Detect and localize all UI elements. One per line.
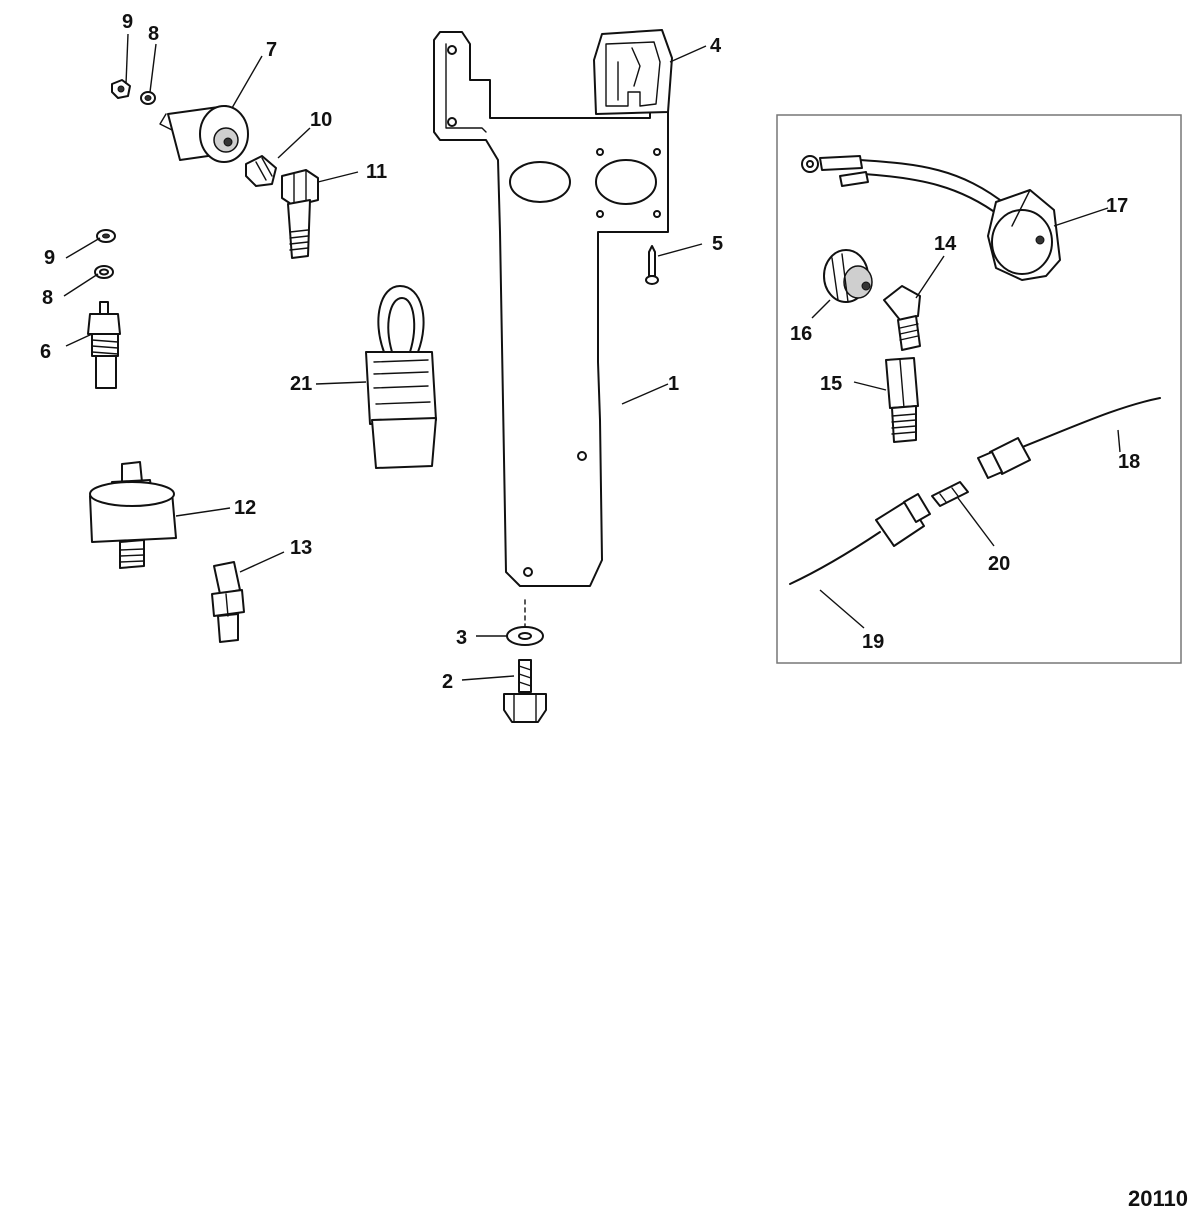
part-19-wire-connector [789, 493, 931, 585]
callout-9-top: 9 [122, 11, 133, 33]
part-2-bolt [503, 659, 547, 723]
callout-8-top: 8 [148, 23, 159, 45]
callout-7: 7 [266, 39, 277, 61]
part-17-sender [801, 155, 1061, 281]
callout-6: 6 [40, 341, 51, 363]
part-18-wire-connector [977, 397, 1161, 479]
callout-11: 11 [366, 161, 387, 183]
part-8-washer-top [140, 91, 156, 105]
callout-1: 1 [668, 373, 679, 395]
part-13-fitting [211, 561, 245, 643]
part-3-washer [506, 599, 544, 646]
callout-2: 2 [442, 671, 453, 693]
part-16-sender-unit [823, 249, 873, 303]
part-15-adapter [885, 357, 919, 443]
figure-number: 20110 [1128, 1186, 1188, 1211]
part-21-connector [365, 285, 437, 469]
callout-21: 21 [290, 373, 312, 395]
part-12-switch [89, 461, 177, 569]
part-11-fitting [281, 169, 319, 259]
part-14-elbow [883, 285, 921, 351]
callout-19: 19 [862, 631, 884, 653]
callout-3: 3 [456, 627, 467, 649]
callout-14: 14 [934, 233, 957, 255]
part-7-sender [159, 105, 249, 163]
inset-frame [776, 114, 1182, 664]
part-6-sensor [87, 301, 121, 389]
part-8-washer-left [94, 265, 114, 279]
callout-18: 18 [1118, 451, 1140, 473]
callout-20: 20 [988, 553, 1010, 575]
part-10-adapter [245, 155, 277, 187]
callout-15: 15 [820, 373, 842, 395]
part-4-cover [593, 29, 673, 115]
part-5-screw [645, 245, 659, 285]
part-20-fuse [931, 481, 969, 507]
part-1-bracket [433, 31, 669, 587]
callout-9-left: 9 [44, 247, 55, 269]
callout-8-left: 8 [42, 287, 53, 309]
callout-5: 5 [712, 233, 723, 255]
callout-12: 12 [234, 497, 256, 519]
part-9-nut-left [96, 229, 116, 243]
callout-10: 10 [310, 109, 332, 131]
part-9-nut-top [111, 79, 131, 99]
leader-lines [63, 33, 1121, 681]
callout-16: 16 [790, 323, 812, 345]
callout-4: 4 [710, 35, 722, 57]
callout-labels: 1 2 3 4 5 6 7 8 9 9 8 10 11 12 13 21 17 … [40, 11, 1140, 693]
callout-13: 13 [290, 537, 312, 559]
callout-17: 17 [1106, 195, 1128, 217]
